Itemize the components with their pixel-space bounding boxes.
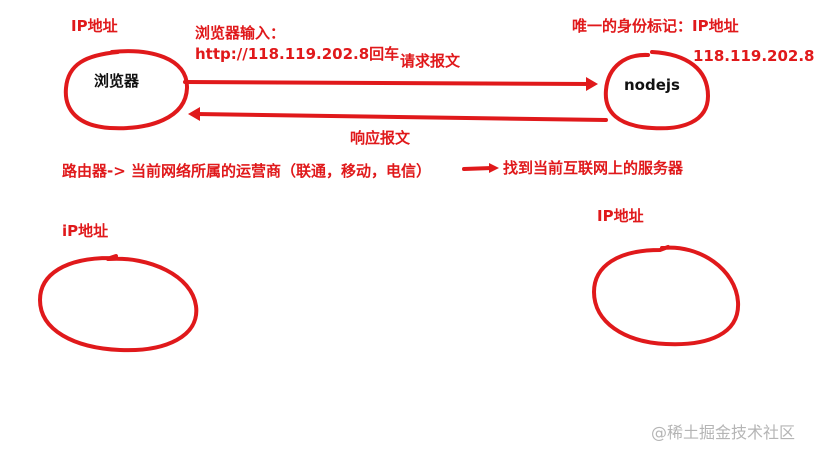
router-label: 路由器-> 当前网络所属的运营商（联通，移动，电信） <box>62 162 432 180</box>
request-arrow-head <box>586 77 598 91</box>
browser-input-label: 浏览器输入： <box>195 24 286 42</box>
nodejs-label: nodejs <box>624 76 680 94</box>
response-label: 响应报文 <box>350 129 411 147</box>
browser-url-label: http://118.119.202.8回车 <box>195 45 400 63</box>
ip-label-browser: IP地址 <box>71 17 118 35</box>
request-arrow-line <box>183 80 594 86</box>
watermark-at: @ <box>651 423 667 442</box>
ip-label-bottom-left: iP地址 <box>62 222 109 240</box>
router-arrow-line <box>462 166 494 171</box>
response-arrow-head <box>188 107 200 121</box>
unique-id-label: 唯一的身份标记：IP地址 <box>572 17 739 35</box>
router-arrow-head <box>489 163 499 173</box>
watermark-text: 稀土掘金技术社区 <box>667 423 796 442</box>
bottom-left-circle <box>38 254 199 353</box>
request-label: 请求报文 <box>400 52 461 70</box>
response-arrow-line <box>194 112 608 122</box>
browser-label: 浏览器 <box>94 72 140 90</box>
server-ip-label: 118.119.202.8 <box>693 47 815 65</box>
watermark: @稀土掘金技术社区 <box>651 424 795 442</box>
server-circle <box>603 50 710 131</box>
bottom-right-circle <box>592 245 741 347</box>
ip-label-bottom-right: IP地址 <box>597 207 644 225</box>
browser-circle <box>63 49 190 131</box>
find-server-label: 找到当前互联网上的服务器 <box>503 159 684 177</box>
